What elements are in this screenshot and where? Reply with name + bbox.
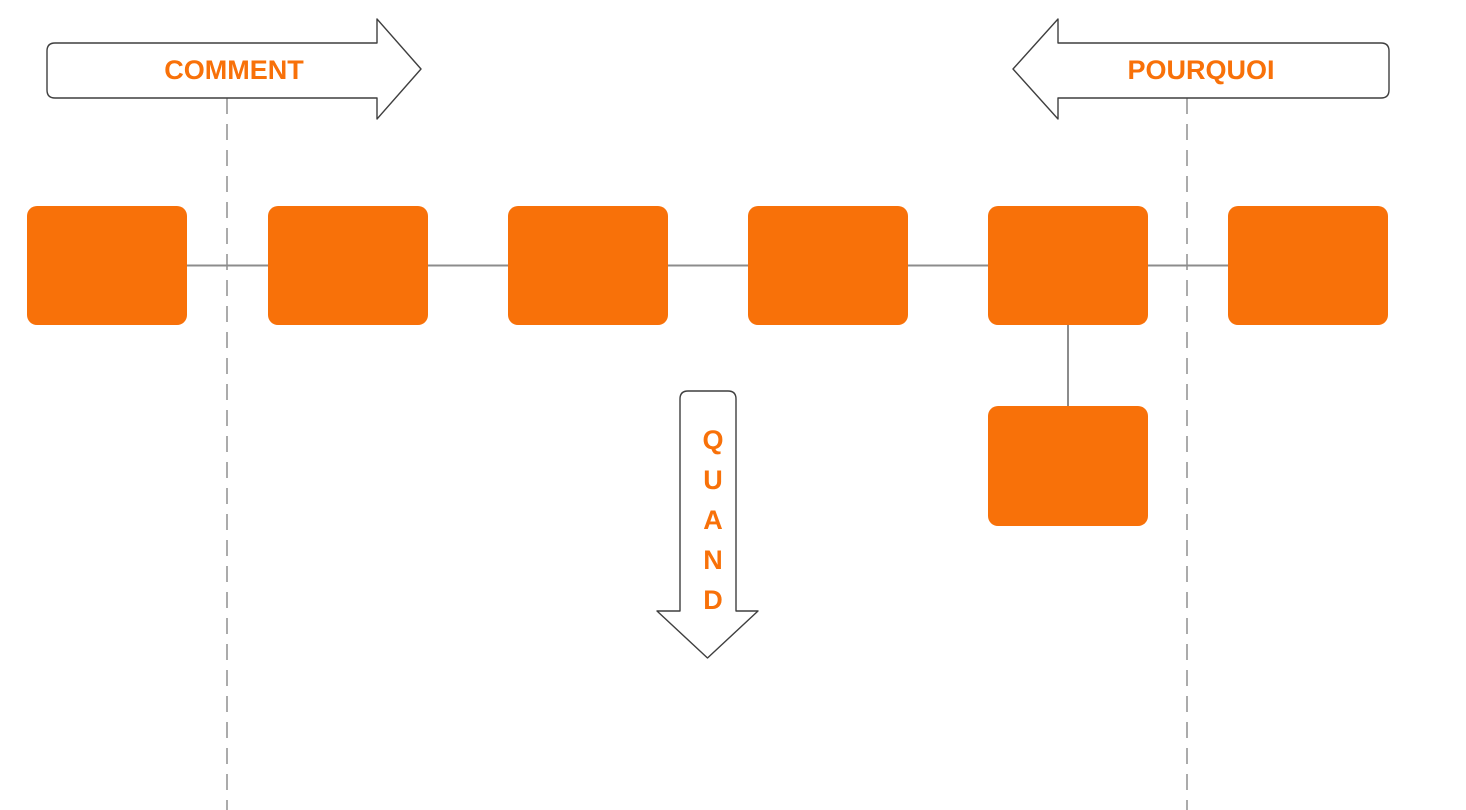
step-box-6[interactable] (1228, 206, 1388, 325)
detail-box[interactable] (988, 406, 1148, 526)
step-box-3[interactable] (508, 206, 668, 325)
quand-arrow-shape[interactable] (656, 390, 759, 659)
pourquoi-arrow-shape[interactable] (1012, 18, 1390, 120)
step-box-2[interactable] (268, 206, 428, 325)
step-box-4[interactable] (748, 206, 908, 325)
step-box-5[interactable] (988, 206, 1148, 325)
comment-arrow-shape[interactable] (46, 18, 422, 120)
step-box-1[interactable] (27, 206, 187, 325)
